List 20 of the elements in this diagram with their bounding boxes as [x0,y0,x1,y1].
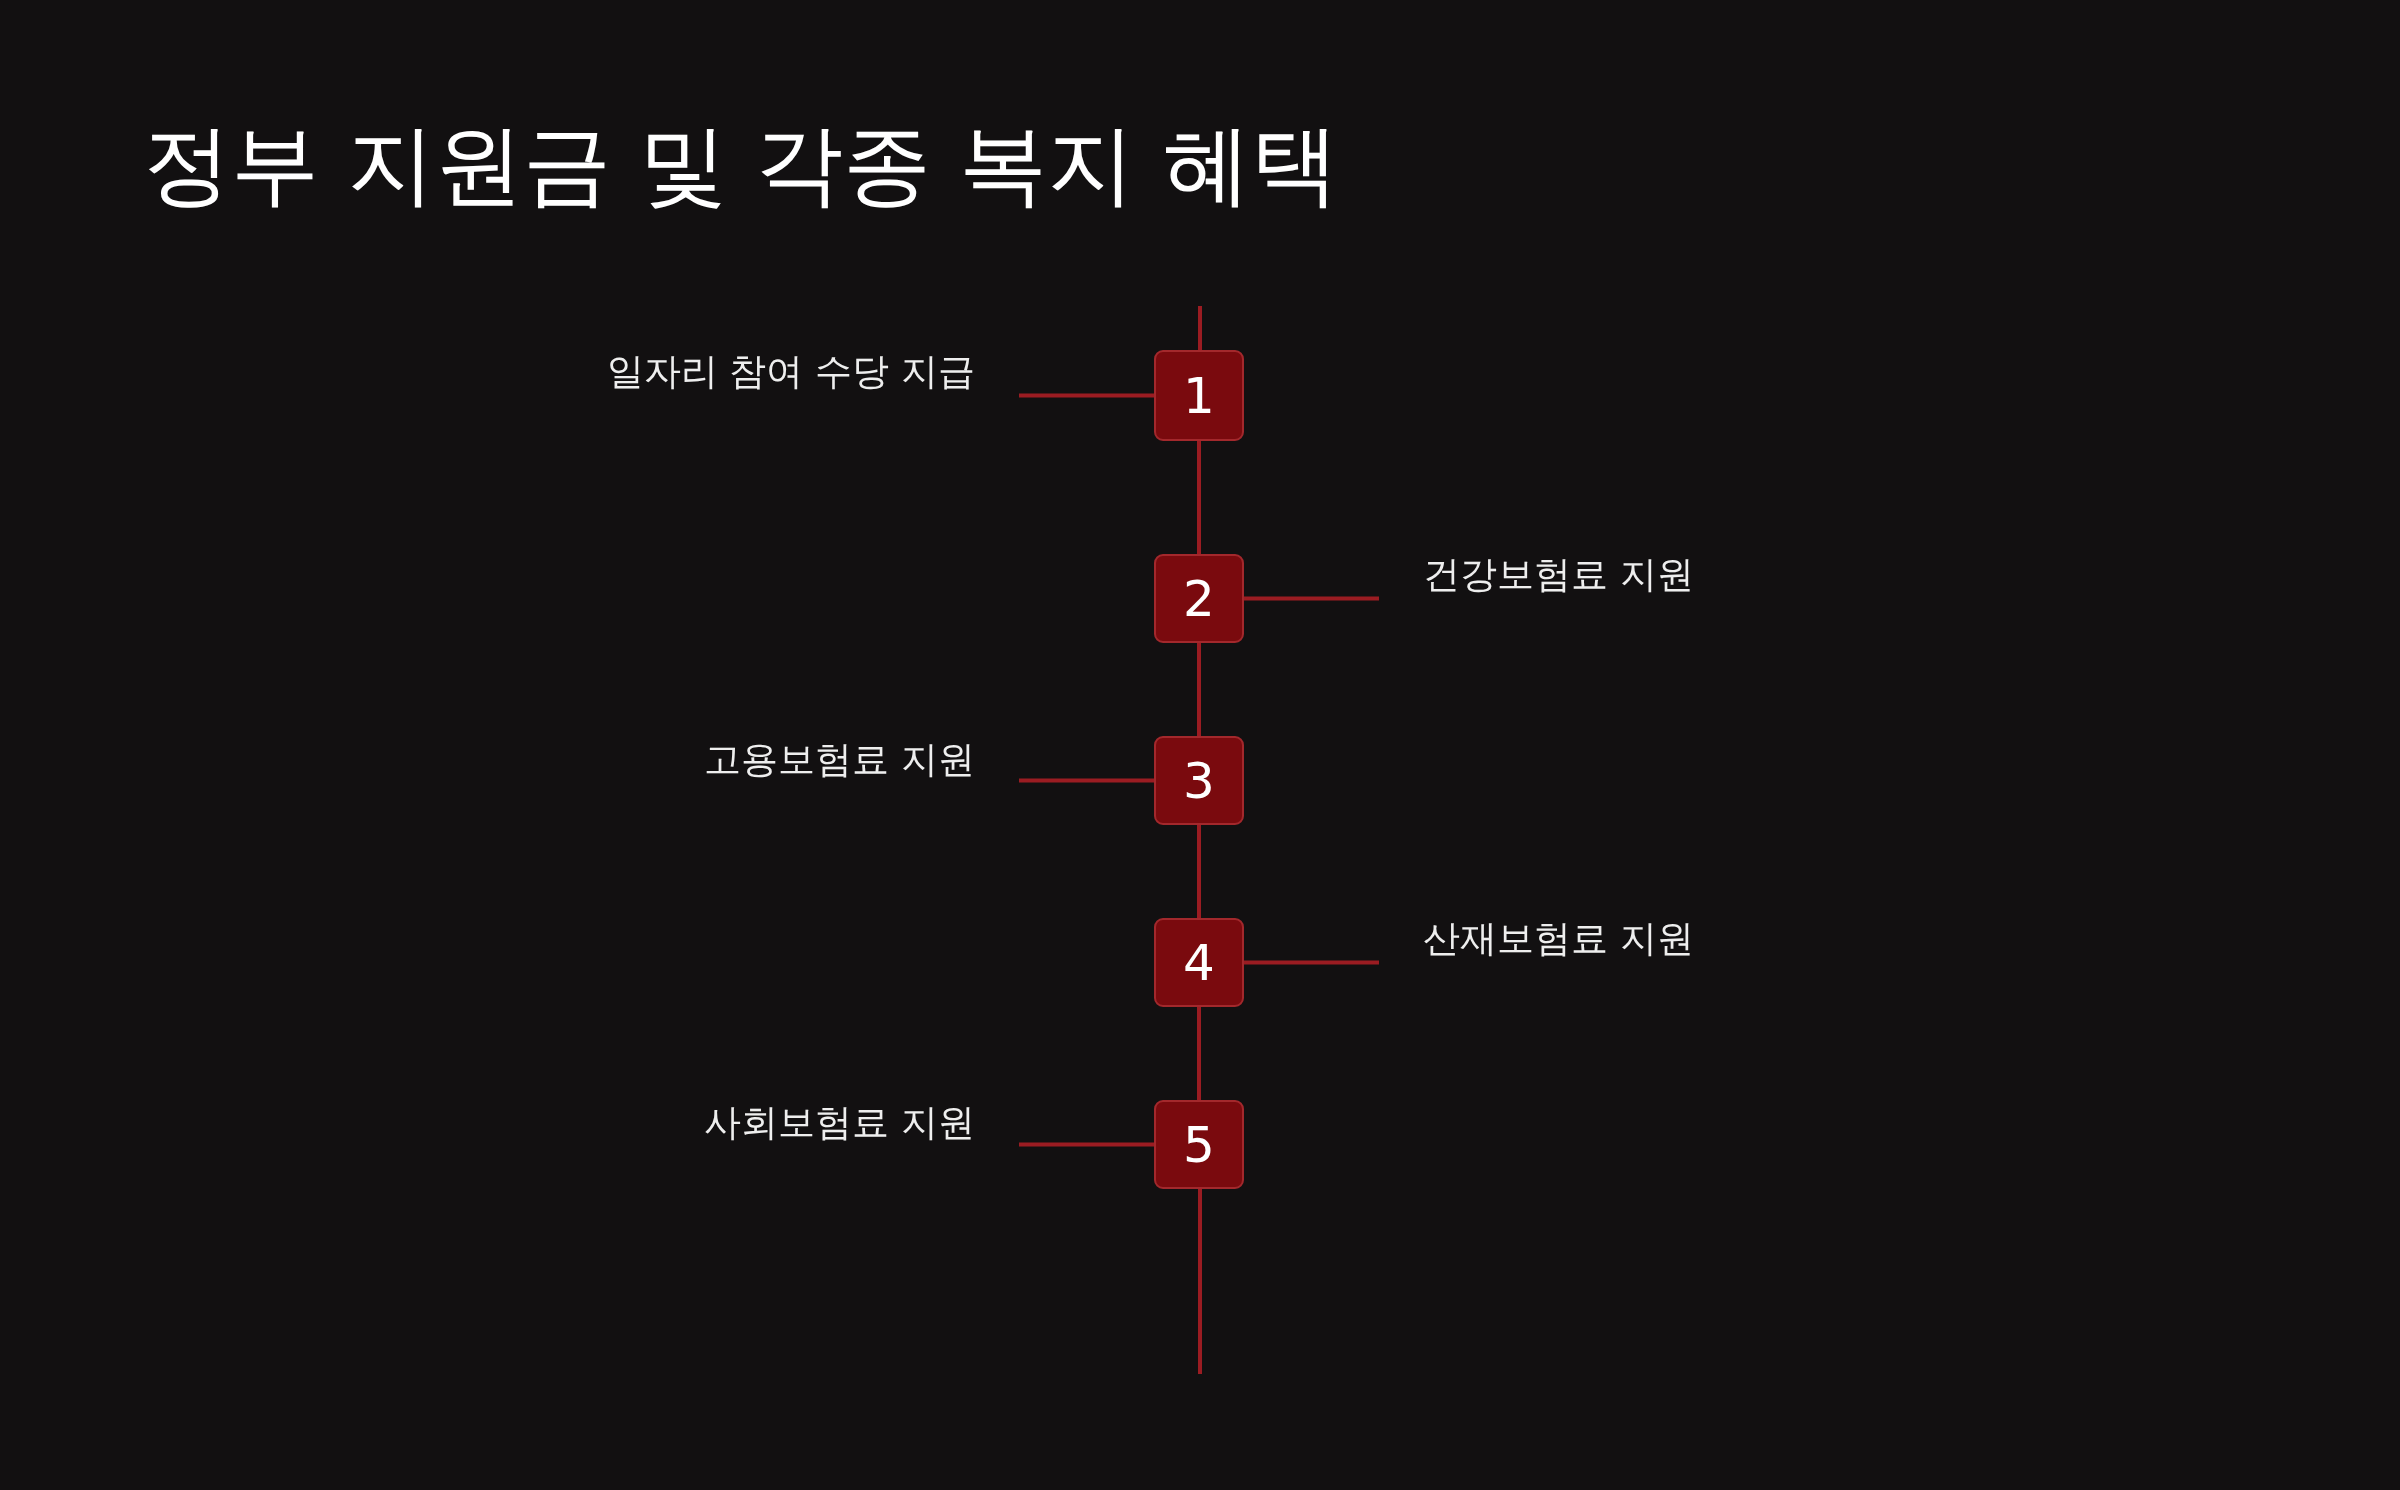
step-label: 일자리 참여 수당 지급 [520,347,1019,397]
timeline-line [1197,1007,1201,1100]
connector-line [1244,960,1379,965]
connector-line [1019,1142,1154,1147]
step-number-box: 5 [1154,1100,1244,1189]
step-number-box: 3 [1154,736,1244,825]
connector-line [1019,778,1154,783]
step-number-box: 2 [1154,554,1244,643]
step-label: 건강보험료 지원 [1379,550,1899,600]
connector-line [1019,393,1154,398]
step-number-box: 4 [1154,918,1244,1007]
step-label: 사회보험료 지원 [560,1098,1019,1148]
step-number-box: 1 [1154,350,1244,441]
timeline-line [1197,643,1201,736]
step-label: 산재보험료 지원 [1379,914,1899,964]
connector-line [1244,596,1379,601]
timeline-line [1197,441,1201,554]
step-label: 고용보험료 지원 [560,735,1019,785]
title: 정부 지원금 및 각종 복지 혜택 [143,112,1339,218]
timeline-line [1197,825,1201,918]
